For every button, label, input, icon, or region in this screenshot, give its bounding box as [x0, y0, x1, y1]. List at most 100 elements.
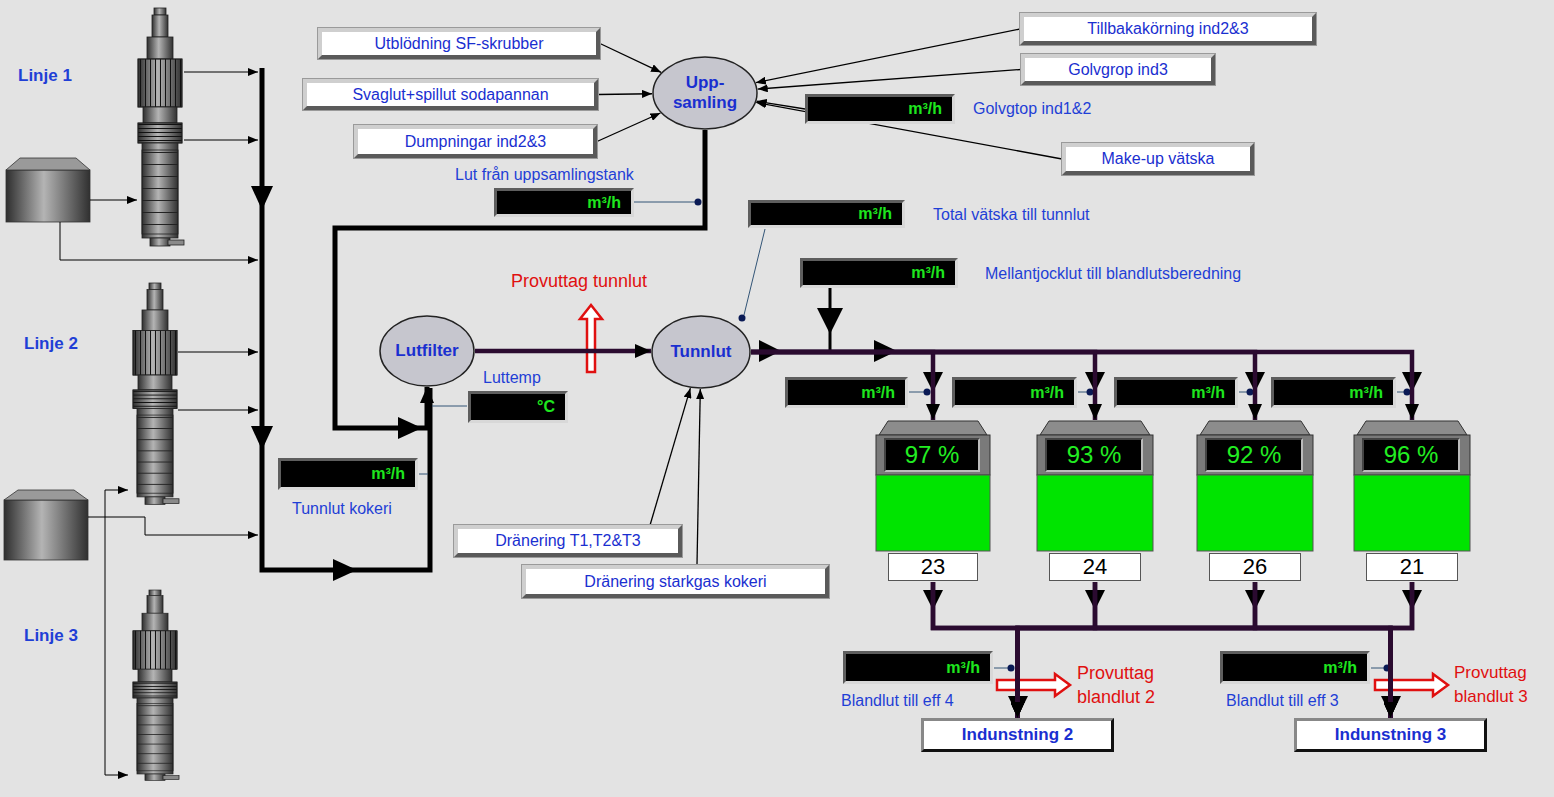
- leader-lines-part: [744, 229, 765, 315]
- flow-arrow: [650, 388, 690, 525]
- unit-readout: m³/h: [911, 264, 945, 282]
- flow-arrow: [697, 389, 700, 565]
- feed-lines-part: [105, 490, 128, 517]
- node-label: Svaglut+spillut sodapannan: [352, 86, 548, 104]
- vessel-ellipse-shape: [653, 57, 757, 129]
- vessel-ellipse-shape: [380, 316, 474, 386]
- flow-display: m³/h: [278, 458, 418, 490]
- tank-roof: [879, 421, 987, 435]
- line-name: Linje 2: [24, 334, 78, 353]
- tank-number: 23: [888, 553, 978, 581]
- flow-arrowheads: [251, 186, 1422, 716]
- flow-display: m³/h: [785, 377, 908, 408]
- flow-arrow: [757, 101, 805, 109]
- flow-arrowheads-part: [251, 426, 273, 450]
- node-label: Dränering starkgas kokeri: [584, 573, 766, 591]
- measure-points: [695, 199, 1411, 672]
- sample-note: Provuttag blandlut 2: [1077, 661, 1171, 709]
- level-readout: 97 %: [884, 438, 980, 472]
- source-box: Make-up vätska: [1062, 143, 1254, 175]
- sample-arrows-part: [580, 305, 602, 372]
- measure-points-part: [1087, 389, 1094, 396]
- measure-points-part: [1247, 389, 1254, 396]
- liquor-pipe: [751, 352, 1095, 420]
- storage-tank: 92 % 26: [1197, 420, 1313, 582]
- feed-lines-part: [88, 517, 258, 535]
- unit-readout: m³/h: [1323, 659, 1357, 677]
- unit-readout: m³/h: [371, 465, 405, 483]
- digester-column: [133, 590, 179, 780]
- tank-number: 21: [1366, 553, 1458, 581]
- unit-readout: °C: [537, 398, 555, 416]
- node-label: Indunstning 3: [1335, 725, 1446, 745]
- level-readout: 96 %: [1362, 438, 1460, 472]
- evaporation-box: Indunstning 3: [1294, 718, 1487, 752]
- silo-tanks-part: [6, 170, 90, 222]
- measure-points-part: [695, 199, 702, 206]
- storage-tank: 97 % 23: [876, 420, 990, 582]
- leader-lines-part: [1397, 392, 1404, 393]
- leader-lines-part: [1239, 392, 1247, 393]
- vessel-ellipse-shape: [652, 316, 750, 388]
- digester-columns: [133, 8, 184, 780]
- node-label: Golvgrop ind3: [1068, 61, 1168, 79]
- flow-label: Blandlut till eff 3: [1226, 691, 1339, 710]
- evaporation-box: Indunstning 2: [921, 718, 1114, 752]
- storage-tank: 93 %24: [1037, 420, 1153, 582]
- node-label: Tunnlut: [670, 342, 731, 362]
- sample-arrows-part: [1375, 674, 1448, 696]
- flow-label: Blandlut till eff 4: [841, 691, 954, 710]
- flow-label: Lut från uppsamlingstank: [455, 165, 634, 184]
- vessel-ellipse: Lutfilter: [379, 315, 475, 387]
- flow-display: m³/h: [494, 188, 634, 217]
- unit-readout: m³/h: [1191, 384, 1225, 402]
- node-label: Dumpningar ind2&3: [405, 133, 546, 151]
- silo-tanks-part: [4, 500, 88, 560]
- silo-tanks-part: [4, 490, 88, 500]
- leader-lines-part: [1078, 392, 1087, 393]
- source-box: Dumpningar ind2&3: [354, 125, 597, 158]
- flow-display: m³/h: [952, 377, 1077, 408]
- tank-body: [1037, 435, 1153, 475]
- leader-lines-part: [909, 392, 924, 393]
- tank-level-fill: [1037, 475, 1153, 551]
- node-label: Upp- samling: [669, 73, 741, 113]
- feed-lines-part: [184, 140, 258, 141]
- level-readout: 93 %: [1045, 438, 1143, 472]
- measure-points-part: [1008, 665, 1015, 672]
- tank-level-fill: [1197, 475, 1313, 551]
- unit-readout: m³/h: [587, 194, 621, 212]
- flow-arrow: [756, 29, 1020, 83]
- liquor-pipe: [475, 349, 651, 354]
- digester-column: [138, 8, 184, 246]
- node-label: Indunstning 2: [962, 725, 1073, 745]
- tank-number: 26: [1209, 553, 1301, 581]
- tank-body: [1354, 435, 1470, 475]
- feed-lines-part: [184, 72, 258, 73]
- level-readout: 92 %: [1205, 438, 1303, 472]
- flow-display: m³/h: [1220, 651, 1370, 684]
- tank-roof: [1040, 421, 1150, 435]
- line-name: Linje 3: [24, 626, 78, 645]
- liquor-pipe: [933, 582, 1391, 718]
- tank-level-fill: [1354, 475, 1470, 551]
- leader-lines-part: [432, 406, 467, 407]
- liquor-pipe: [1018, 582, 1413, 718]
- flow-display: °C: [468, 391, 568, 423]
- flow-display: m³/h: [1271, 377, 1396, 408]
- liquor-pipe: [1391, 582, 1413, 718]
- sample-note: Provuttag tunnlut: [511, 272, 647, 291]
- flow-display: m³/h: [1114, 377, 1238, 408]
- source-box: Utblödning SF-skrubber: [318, 28, 600, 59]
- source-box: Svaglut+spillut sodapannan: [303, 79, 598, 110]
- measure-points-part: [739, 315, 746, 322]
- liquor-pipe: [751, 352, 1412, 420]
- digester-column: [133, 283, 179, 504]
- flow-arrow: [758, 70, 1021, 90]
- flow-display: m³/h: [800, 258, 958, 288]
- flow-label: Tunnlut kokeri: [292, 499, 392, 518]
- tank-body: [1197, 435, 1313, 475]
- flow-label: Mellantjocklut till blandlutsberedning: [985, 264, 1241, 283]
